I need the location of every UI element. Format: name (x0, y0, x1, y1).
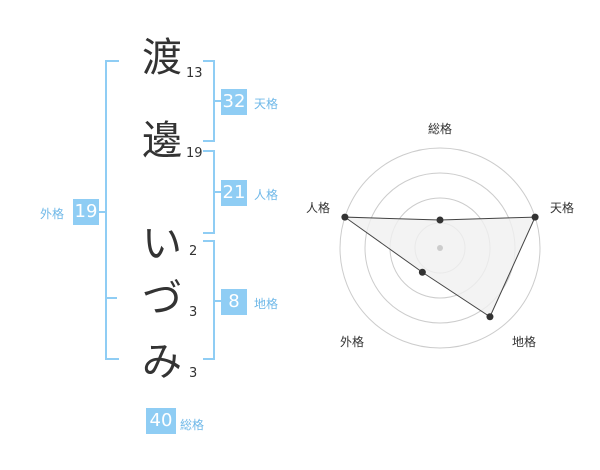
radar-point-4 (341, 213, 349, 221)
stroke-count-4: 3 (189, 305, 198, 320)
radar-axis-label-tenkaku: 天格 (550, 200, 574, 215)
name-char-3: い (142, 221, 182, 267)
tenkaku-badge: 32 (221, 89, 247, 115)
gaikaku-bracket (105, 60, 119, 360)
soukaku-badge: 40 (146, 408, 176, 434)
tenkaku-label: 天格 (254, 97, 279, 111)
chikaku-badge: 8 (221, 289, 247, 315)
stroke-count-5: 3 (189, 366, 198, 381)
radar-point-2 (486, 313, 494, 321)
gaikaku-badge: 19 (73, 199, 99, 225)
name-char-2: 邊 (142, 118, 182, 164)
name-char-1: 渡 (142, 35, 182, 81)
radar-point-1 (531, 213, 539, 221)
radar-axis-label-jinkaku: 人格 (306, 200, 330, 215)
radar-axis-label-chikaku: 地格 (512, 334, 536, 349)
stroke-count-3: 2 (189, 244, 198, 259)
chikaku-connector (213, 300, 221, 302)
stroke-count-2: 19 (186, 146, 203, 161)
radar-point-0 (436, 216, 444, 224)
radar-ring-4 (339, 147, 541, 349)
radar-axis-label-gaikaku: 外格 (340, 334, 364, 349)
gaikaku-bracket-mid-tick (105, 297, 117, 299)
jinkaku-badge: 21 (221, 180, 247, 206)
stroke-count-1: 13 (186, 66, 203, 81)
radar-center-dot (437, 245, 443, 251)
radar-axis-label-soukaku: 総格 (428, 121, 452, 136)
tenkaku-connector (213, 100, 221, 102)
gaikaku-label: 外格 (40, 207, 65, 221)
radar-polygon (343, 216, 536, 318)
name-char-5: み (142, 339, 182, 385)
gaikaku-connector (97, 211, 107, 213)
jinkaku-label: 人格 (254, 188, 279, 202)
chikaku-label: 地格 (254, 297, 279, 311)
radar-point-3 (418, 268, 426, 276)
jinkaku-connector (213, 191, 221, 193)
soukaku-label: 総格 (180, 418, 205, 432)
radar-points (341, 213, 539, 321)
name-char-4: づ (142, 276, 182, 322)
